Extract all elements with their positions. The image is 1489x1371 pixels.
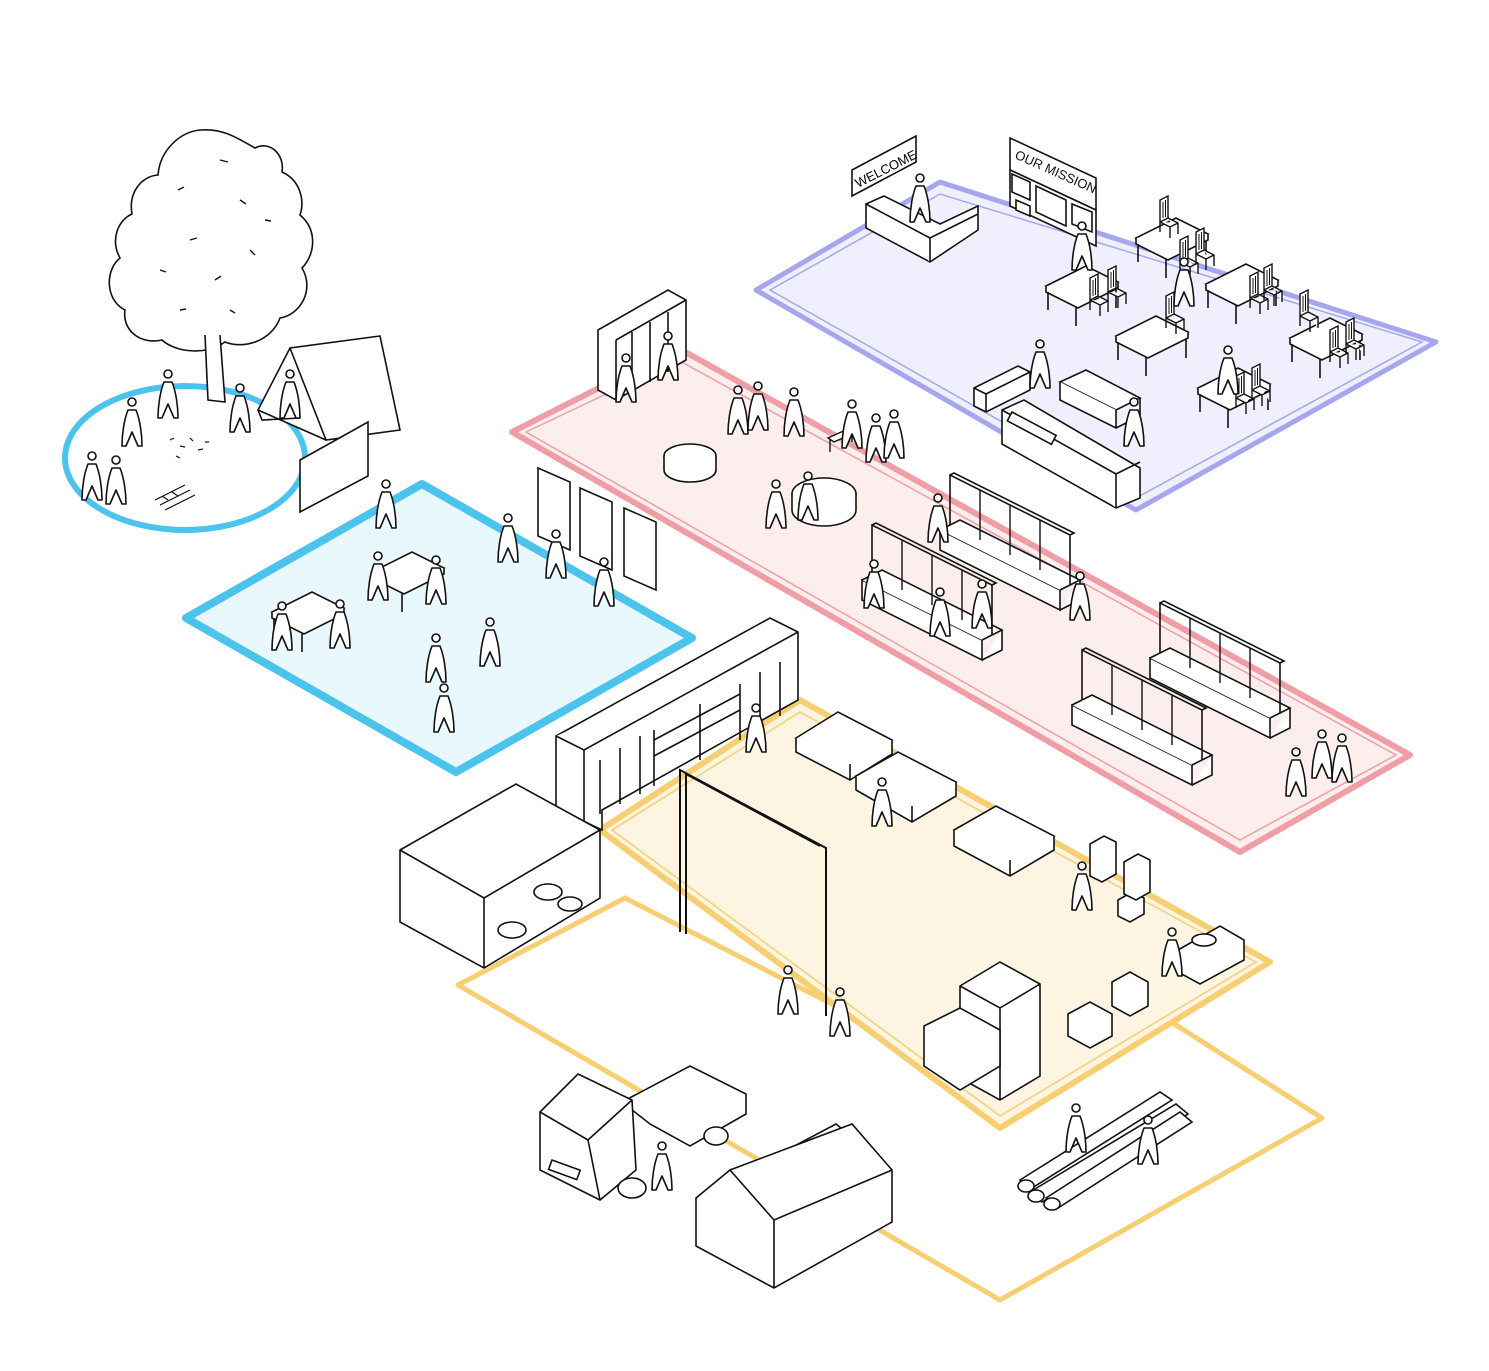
log-pile-icon bbox=[1018, 1092, 1192, 1210]
person-icon bbox=[158, 370, 178, 418]
person-icon bbox=[82, 452, 102, 500]
truck-icon bbox=[540, 1066, 746, 1200]
person-icon bbox=[106, 456, 126, 504]
round-stool-1 bbox=[664, 444, 716, 482]
person-icon bbox=[652, 1142, 672, 1190]
campfire-icon bbox=[155, 438, 209, 510]
shed-icon bbox=[696, 1124, 892, 1288]
tree-icon bbox=[109, 130, 312, 402]
tent-icon bbox=[258, 336, 400, 440]
person-icon bbox=[122, 398, 142, 446]
person-icon bbox=[884, 410, 904, 458]
welcome-sign: WELCOME bbox=[852, 136, 920, 196]
